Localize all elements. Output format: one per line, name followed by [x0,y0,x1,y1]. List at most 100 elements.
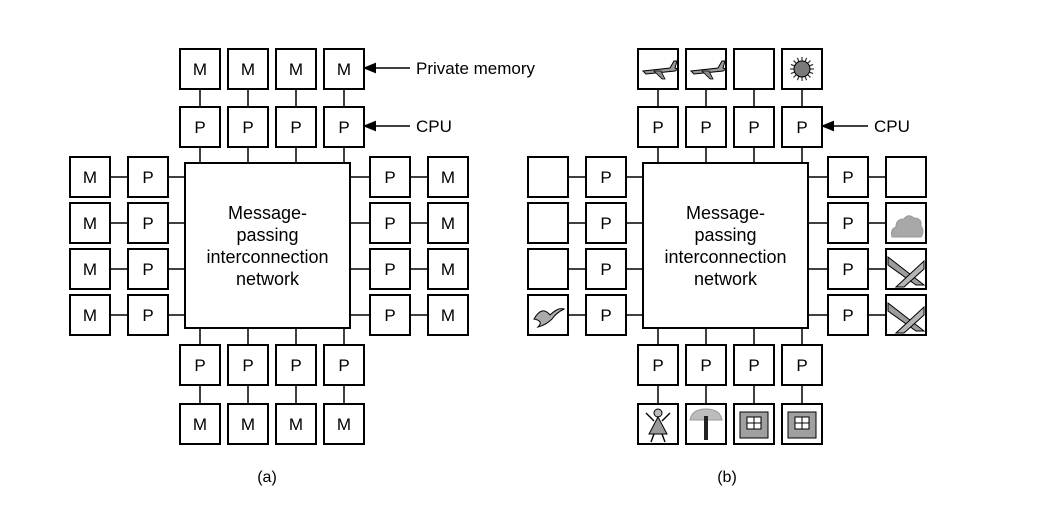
memory-right-label: M [441,260,455,279]
memory-left-label: M [83,214,97,233]
cpu-right-label: P [842,260,853,279]
diagram-b: Message-passinginterconnectionnetworkPPP… [527,48,927,445]
memory-top-label: M [289,60,303,79]
cpu-left-label: P [600,306,611,325]
airplane-icon [689,60,728,80]
cpu-top: P [275,106,317,148]
cpu-bottom-frame [685,344,727,386]
memory-right: M [427,248,469,290]
memory-left-frame [69,156,111,198]
cpu-top: P [179,106,221,148]
memory-top-label: M [337,60,351,79]
cpu-label-b: CPU [874,117,910,136]
cpu-left-label: P [600,260,611,279]
cpu-top-label: P [242,118,253,137]
cpu-left: P [127,294,169,336]
cpu-bottom-label: P [796,356,807,375]
memory-right-frame [427,294,469,336]
cpu-right: P [369,294,411,336]
memory-bottom: M [179,403,221,445]
girl-icon [645,408,671,443]
memory-top [781,48,823,90]
cpu-left-frame [127,202,169,244]
interconnection-network [642,162,809,329]
memory-left-frame [69,202,111,244]
cpu-right-frame [369,156,411,198]
cpu-left-label: P [600,168,611,187]
cpu-top: P [637,106,679,148]
memory-right: M [427,294,469,336]
cpu-bottom-frame [733,344,775,386]
network-label-line: Message- [228,203,307,223]
cpu-right-frame [369,294,411,336]
cpu-bottom: P [733,344,775,386]
cpu-bottom: P [685,344,727,386]
cpu-bottom: P [227,344,269,386]
memory-left-frame [69,294,111,336]
cpu-bottom-label: P [652,356,663,375]
memory-top: M [227,48,269,90]
memory-right [885,248,927,290]
cpu-right-frame [369,248,411,290]
network-label-line: Message- [686,203,765,223]
cpu-left-label: P [142,306,153,325]
memory-bottom: M [227,403,269,445]
cpu-top-frame [781,106,823,148]
memory-top [637,48,680,90]
memory-left-label: M [83,260,97,279]
network-label-line: passing [236,225,298,245]
cpu-left: P [585,202,627,244]
cpu-bottom-frame [637,344,679,386]
network-label-line: passing [694,225,756,245]
memory-bottom [637,403,679,445]
memory-left-frame [527,294,569,336]
memory-left-frame [527,156,569,198]
cpu-bottom-label: P [338,356,349,375]
cpu-right-label: P [842,168,853,187]
memory-bottom-frame [179,403,221,445]
memory-top-frame [227,48,269,90]
memory-left: M [69,294,111,336]
cpu-left-frame [585,202,627,244]
house-icon [787,411,817,439]
cpu-right: P [827,156,869,198]
cpu-left-label: P [142,214,153,233]
memory-left-frame [527,202,569,244]
memory-right [885,294,927,336]
interconnection-network [184,162,351,329]
memory-right [885,202,927,244]
cpu-left-label: P [142,260,153,279]
memory-top: M [275,48,317,90]
cpu-bottom: P [179,344,221,386]
memory-bottom-label: M [193,415,207,434]
diagram-a: Message-passinginterconnectionnetworkMPP… [69,48,469,445]
memory-top-frame [179,48,221,90]
memory-top-frame [323,48,365,90]
cpu-bottom-label: P [194,356,205,375]
cpu-bottom-label: P [748,356,759,375]
cpu-right-frame [827,248,869,290]
cpu-left-frame [585,294,627,336]
memory-bottom-frame [275,403,317,445]
memory-bottom [685,403,727,445]
cpu-label-a: CPU [416,117,452,136]
cpu-right: P [369,202,411,244]
cpu-left-frame [127,294,169,336]
private-memory-label: Private memory [416,59,536,78]
cpu-bottom-frame [227,344,269,386]
cpu-top-label: P [338,118,349,137]
tree-icon [689,408,723,440]
memory-right-frame [427,156,469,198]
memory-right-label: M [441,168,455,187]
cpu-bottom-frame [179,344,221,386]
house-icon [739,411,769,439]
memory-left-label: M [83,168,97,187]
memory-right-frame [885,156,927,198]
private-memory-annotation: Private memory [362,59,536,78]
memory-left [527,294,569,336]
memory-top-label: M [193,60,207,79]
airplane-icon [641,60,680,80]
cpu-right-label: P [384,260,395,279]
cpu-left-label: P [600,214,611,233]
